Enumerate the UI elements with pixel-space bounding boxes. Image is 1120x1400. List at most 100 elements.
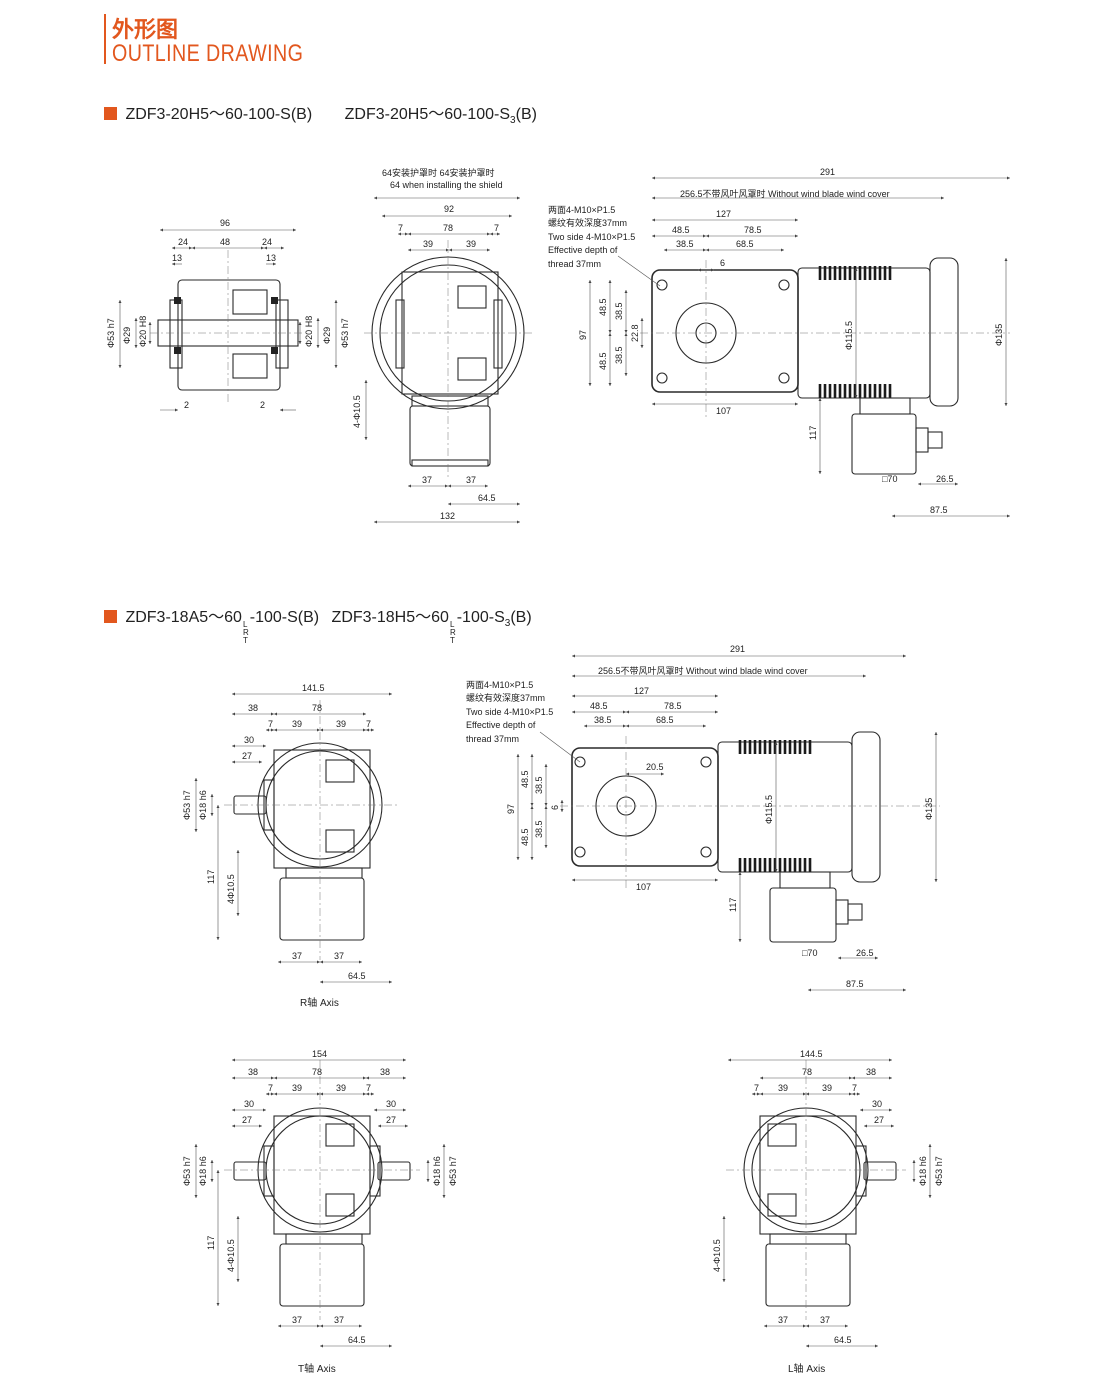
- dim-label: 7: [268, 1083, 273, 1093]
- dim-label: 37: [778, 1315, 788, 1325]
- dim-label: 30: [386, 1099, 396, 1109]
- dim-label: 38.5: [676, 239, 694, 249]
- dim-label: 39: [292, 1083, 302, 1093]
- dim-label: Φ18 h6: [198, 790, 208, 820]
- dim-label: Φ29: [122, 327, 132, 344]
- dim-label: Φ29: [322, 327, 332, 344]
- dim-label: 48.5: [598, 352, 608, 370]
- dim-label: 117: [808, 426, 818, 440]
- note-line: 两面4-M10×P1.5: [548, 205, 615, 215]
- dim-label: 37: [292, 1315, 302, 1325]
- dim-label: 141.5: [302, 683, 325, 693]
- dim-label: 78.5: [744, 225, 762, 235]
- dim-label: 4-Φ10.5: [352, 395, 362, 428]
- dim-label: 48.5: [672, 225, 690, 235]
- dim-label: Φ53 h7: [340, 318, 350, 348]
- dim-label: 39: [423, 239, 433, 249]
- dim-label: 7: [754, 1083, 759, 1093]
- dim-label: Φ18 h6: [432, 1156, 442, 1186]
- caption-l-axis: L轴 Axis: [788, 1364, 826, 1375]
- dim-label: 37: [466, 475, 476, 485]
- dim-label: 37: [820, 1315, 830, 1325]
- dim-label: 64.5: [348, 971, 366, 981]
- dim-label: 7: [494, 223, 499, 233]
- dim-label: 7: [852, 1083, 857, 1093]
- dim-label: 7: [366, 719, 371, 729]
- dim-label: 30: [872, 1099, 882, 1109]
- dim-label: 291: [820, 167, 835, 177]
- note-line: Effective depth of: [466, 720, 536, 730]
- dim-label: 87.5: [930, 505, 948, 515]
- dim-label: 7: [366, 1083, 371, 1093]
- dim-label: 117: [728, 898, 738, 912]
- dim-label: Φ20 H8: [304, 316, 314, 347]
- dim-label: 38.5: [614, 346, 624, 364]
- note-line: 螺纹有效深度37mm: [466, 692, 545, 703]
- dim-label: 39: [292, 719, 302, 729]
- dim-label: Φ20 H8: [138, 316, 148, 347]
- dim-label: Φ53 h7: [448, 1156, 458, 1186]
- dim-label: 2: [260, 400, 265, 410]
- note-line: Effective depth of: [548, 245, 618, 255]
- dim-label: 64.5: [478, 493, 496, 503]
- note-line: 两面4-M10×P1.5: [466, 680, 533, 690]
- dim-label: 64.5: [348, 1335, 366, 1345]
- dim-label: 78: [802, 1067, 812, 1077]
- dim-label: 96: [220, 218, 230, 228]
- dim-label: 48: [220, 237, 230, 247]
- note-line: thread 37mm: [548, 259, 601, 269]
- dim-label: 37: [334, 1315, 344, 1325]
- note-line: Two side 4-M10×P1.5: [466, 707, 553, 717]
- dim-label: 127: [716, 209, 731, 219]
- view-hollow-shaft-side: 96 24 48 24 13 13 2 2 Φ53 h7 Φ29 Φ20 H8 …: [106, 218, 350, 412]
- dim-label: 97: [578, 330, 588, 340]
- dim-label: 27: [386, 1115, 396, 1125]
- dim-label: 48.5: [598, 298, 608, 316]
- dim-label: 64.5: [834, 1335, 852, 1345]
- caption-t-axis: T轴 Axis: [298, 1364, 336, 1375]
- page-title-cn: 外形图: [112, 18, 179, 43]
- dim-label: 38.5: [594, 715, 612, 725]
- dim-label: 22.8: [630, 324, 640, 342]
- section-marker-icon: [104, 107, 117, 120]
- dim-label: 27: [242, 751, 252, 761]
- dim-label: 4Φ10.5: [226, 874, 236, 904]
- dim-label: 4-Φ10.5: [226, 1239, 236, 1272]
- dim-label: 24: [262, 237, 272, 247]
- dim-label: 256.5不带风叶风罩时 Without wind blade wind cov…: [598, 665, 808, 676]
- dim-label: Φ135: [924, 798, 934, 820]
- dim-label: 68.5: [656, 715, 674, 725]
- dim-label: 13: [172, 253, 182, 263]
- dim-label: Φ18 h6: [198, 1156, 208, 1186]
- dim-label: 7: [398, 223, 403, 233]
- dim-label: 38: [248, 703, 258, 713]
- note-line: Two side 4-M10×P1.5: [548, 232, 635, 242]
- header-accent-bar: [104, 14, 106, 64]
- dim-label: 38.5: [534, 776, 544, 794]
- model-label: ZDF3-20H5～60-100-S(B): [125, 106, 313, 123]
- dim-label: Φ18 h6: [918, 1156, 928, 1186]
- dim-label: 13: [266, 253, 276, 263]
- dim-label: 154: [312, 1049, 327, 1059]
- caption-r-axis: R轴 Axis: [300, 998, 339, 1009]
- dim-label: 26.5: [936, 474, 954, 484]
- dim-label: 6: [720, 258, 725, 268]
- dim-label: □70: [802, 948, 817, 958]
- dim-label: Φ53 h7: [182, 790, 192, 820]
- model-label: ZDF3-20H5～60-100-S3(B): [344, 106, 537, 127]
- dim-label: 38.5: [614, 302, 624, 320]
- dim-label: 27: [242, 1115, 252, 1125]
- dim-label: 48.5: [520, 770, 530, 788]
- dim-label: Φ53 h7: [934, 1156, 944, 1186]
- dim-label: 39: [336, 719, 346, 729]
- section-1-heading: ZDF3-20H5～60-100-S(B) ZDF3-20H5～60-100-S…: [104, 100, 537, 126]
- view-motor-side-2: 291 256.5不带风叶风罩时 Without wind blade wind…: [466, 644, 940, 992]
- dim-label: 97: [506, 804, 516, 814]
- view-r-axis: 141.5 38 78 7 39 39 7 30 27 Φ53 h7 Φ18 h…: [182, 683, 400, 984]
- dim-label: 127: [634, 686, 649, 696]
